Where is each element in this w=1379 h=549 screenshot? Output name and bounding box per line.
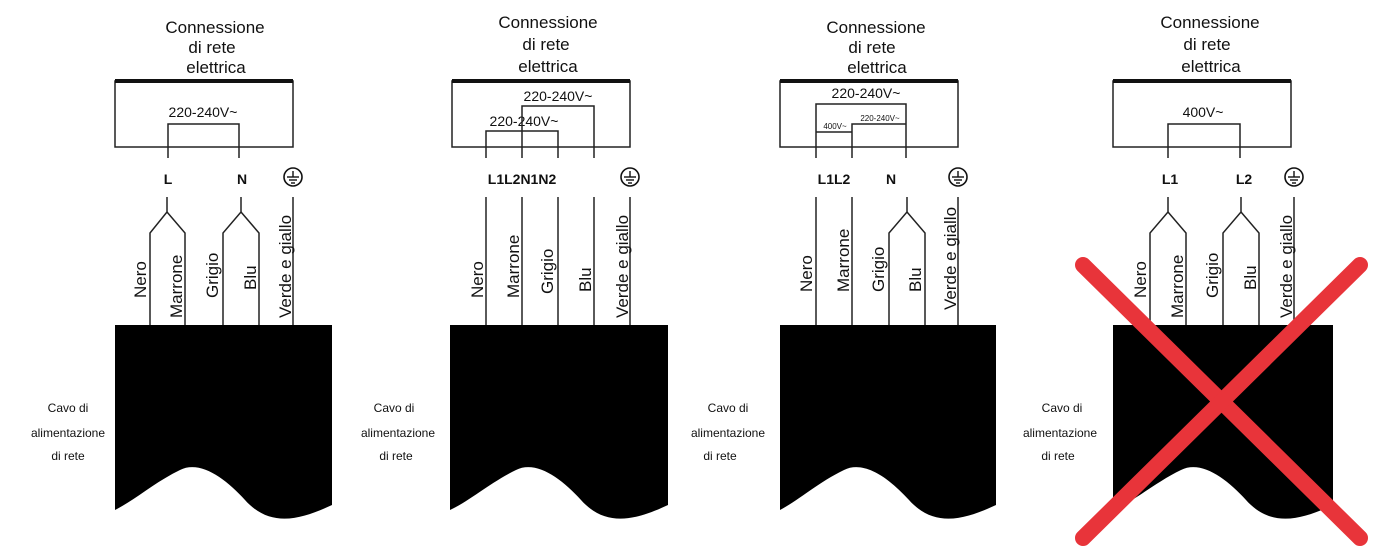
diagram-1: Connessione di rete elettrica 220-240V~ … bbox=[31, 18, 332, 519]
diagram-4-terminal-l2: L2 bbox=[1236, 171, 1253, 187]
diagram-3-circuit-outer bbox=[815, 103, 907, 158]
diagram-4-cable-label-2: alimentazione bbox=[1023, 426, 1097, 440]
diagram-2-label-marrone: Marrone bbox=[504, 235, 523, 298]
diagram-3-voltage-400: 400V~ bbox=[823, 122, 847, 131]
diagram-2-label-verde-giallo: Verde e giallo bbox=[613, 215, 632, 318]
diagram-1-label-grigio: Grigio bbox=[203, 253, 222, 298]
diagram-2-voltage-inner: 220-240V~ bbox=[490, 113, 559, 129]
diagram-2-terminals: L1L2N1N2 bbox=[488, 171, 557, 187]
diagram-2-cable-label-1: Cavo di bbox=[374, 401, 415, 415]
diagram-2-label-blu: Blu bbox=[576, 267, 595, 292]
diagram-4-circuit-line bbox=[1167, 123, 1241, 158]
diagram-3-terminals-l1l2: L1L2 bbox=[818, 171, 851, 187]
diagram-4-title-line-3: elettrica bbox=[1181, 57, 1241, 76]
diagram-3-wire-blu bbox=[906, 211, 926, 325]
diagram-1-label-marrone: Marrone bbox=[167, 255, 186, 318]
diagram-1-cable-label-1: Cavo di bbox=[48, 401, 89, 415]
diagram-4-label-grigio: Grigio bbox=[1203, 253, 1222, 298]
diagram-1-title-line-3: elettrica bbox=[186, 58, 246, 77]
diagram-2: Connessione di rete elettrica 220-240V~ … bbox=[361, 13, 668, 519]
diagram-4-cable bbox=[1113, 325, 1333, 519]
diagram-4-cable-label-3: di rete bbox=[1041, 449, 1075, 463]
diagram-4-title-line-1: Connessione bbox=[1160, 13, 1259, 32]
diagram-4-mains-box bbox=[1112, 80, 1292, 148]
diagram-4-label-verde-giallo: Verde e giallo bbox=[1277, 215, 1296, 318]
diagram-3-circuit-inner bbox=[851, 123, 906, 158]
diagram-2-circuit-inner bbox=[485, 130, 559, 158]
diagram-3-label-marrone: Marrone bbox=[834, 229, 853, 292]
diagram-1-cable-label-3: di rete bbox=[51, 449, 85, 463]
diagram-1-wire-blu bbox=[240, 211, 260, 325]
ground-symbol-icon bbox=[948, 167, 968, 187]
diagram-3-label-grigio: Grigio bbox=[869, 247, 888, 292]
ground-symbol-icon bbox=[283, 167, 303, 187]
diagram-3-label-blu: Blu bbox=[906, 267, 925, 292]
diagram-1-wire-grigio bbox=[222, 197, 242, 325]
diagram-3: Connessione di rete elettrica 220-240V~ … bbox=[691, 18, 996, 519]
diagram-3-label-verde-giallo: Verde e giallo bbox=[941, 207, 960, 310]
diagram-1-voltage-label: 220-240V~ bbox=[169, 104, 238, 120]
diagram-2-circuit-outer bbox=[521, 105, 595, 158]
diagram-3-terminal-n: N bbox=[886, 171, 896, 187]
diagram-3-voltage-outer: 220-240V~ bbox=[832, 85, 901, 101]
diagram-3-cable-label-3: di rete bbox=[703, 449, 737, 463]
diagram-3-mains-box bbox=[779, 80, 959, 148]
diagram-2-cable bbox=[450, 325, 668, 519]
diagram-3-label-nero: Nero bbox=[797, 255, 816, 292]
diagram-4-wire-nero bbox=[1149, 197, 1169, 325]
diagram-2-cable-label-2: alimentazione bbox=[361, 426, 435, 440]
diagram-1-wire-marrone bbox=[166, 211, 186, 325]
diagram-3-cable bbox=[780, 325, 996, 519]
diagram-4-voltage-label: 400V~ bbox=[1183, 104, 1224, 120]
diagram-4: Connessione di rete elettrica 400V~ L1 L… bbox=[1023, 13, 1368, 546]
diagram-4-terminal-l1: L1 bbox=[1162, 171, 1179, 187]
diagram-1-label-nero: Nero bbox=[131, 261, 150, 298]
diagram-4-title-line-2: di rete bbox=[1183, 35, 1230, 54]
diagram-1-label-verde-giallo: Verde e giallo bbox=[276, 215, 295, 318]
diagram-1-cable bbox=[115, 325, 332, 519]
diagram-3-cable-label-2: alimentazione bbox=[691, 426, 765, 440]
diagram-1-mains-box bbox=[114, 80, 294, 148]
diagram-2-title-line-1: Connessione bbox=[498, 13, 597, 32]
diagram-1-terminal-l: L bbox=[164, 171, 173, 187]
diagram-4-wire-blu bbox=[1240, 211, 1260, 325]
ground-symbol-icon bbox=[1284, 167, 1304, 187]
diagram-3-voltage-inner: 220-240V~ bbox=[860, 114, 900, 123]
diagram-3-title-line-3: elettrica bbox=[847, 58, 907, 77]
ground-symbol-icon bbox=[620, 167, 640, 187]
diagram-3-title-line-2: di rete bbox=[848, 38, 895, 57]
diagram-2-cable-label-3: di rete bbox=[379, 449, 413, 463]
diagram-4-label-nero: Nero bbox=[1131, 261, 1150, 298]
diagram-3-title-line-1: Connessione bbox=[826, 18, 925, 37]
diagram-4-wire-grigio bbox=[1222, 197, 1242, 325]
diagram-2-title-line-2: di rete bbox=[522, 35, 569, 54]
diagram-4-label-blu: Blu bbox=[1241, 265, 1260, 290]
diagram-1-terminal-n: N bbox=[237, 171, 247, 187]
diagram-4-cable-label-1: Cavo di bbox=[1042, 401, 1083, 415]
diagram-3-cable-label-1: Cavo di bbox=[708, 401, 749, 415]
diagram-1-title-line-2: di rete bbox=[188, 38, 235, 57]
diagram-1-cable-label-2: alimentazione bbox=[31, 426, 105, 440]
diagram-4-label-marrone: Marrone bbox=[1168, 255, 1187, 318]
diagram-4-wire-marrone bbox=[1167, 211, 1187, 325]
diagram-1-title-line-1: Connessione bbox=[165, 18, 264, 37]
diagram-2-mains-box bbox=[451, 80, 631, 148]
diagram-2-label-nero: Nero bbox=[468, 261, 487, 298]
diagram-3-wire-grigio bbox=[888, 197, 908, 325]
diagram-1-circuit-line bbox=[167, 123, 240, 158]
prohibited-cross-icon bbox=[1075, 257, 1368, 546]
diagram-2-voltage-outer: 220-240V~ bbox=[524, 88, 593, 104]
diagram-1-label-blu: Blu bbox=[241, 265, 260, 290]
diagram-2-label-grigio: Grigio bbox=[538, 249, 557, 294]
diagram-2-title-line-3: elettrica bbox=[518, 57, 578, 76]
diagram-1-wire-nero bbox=[149, 197, 168, 325]
